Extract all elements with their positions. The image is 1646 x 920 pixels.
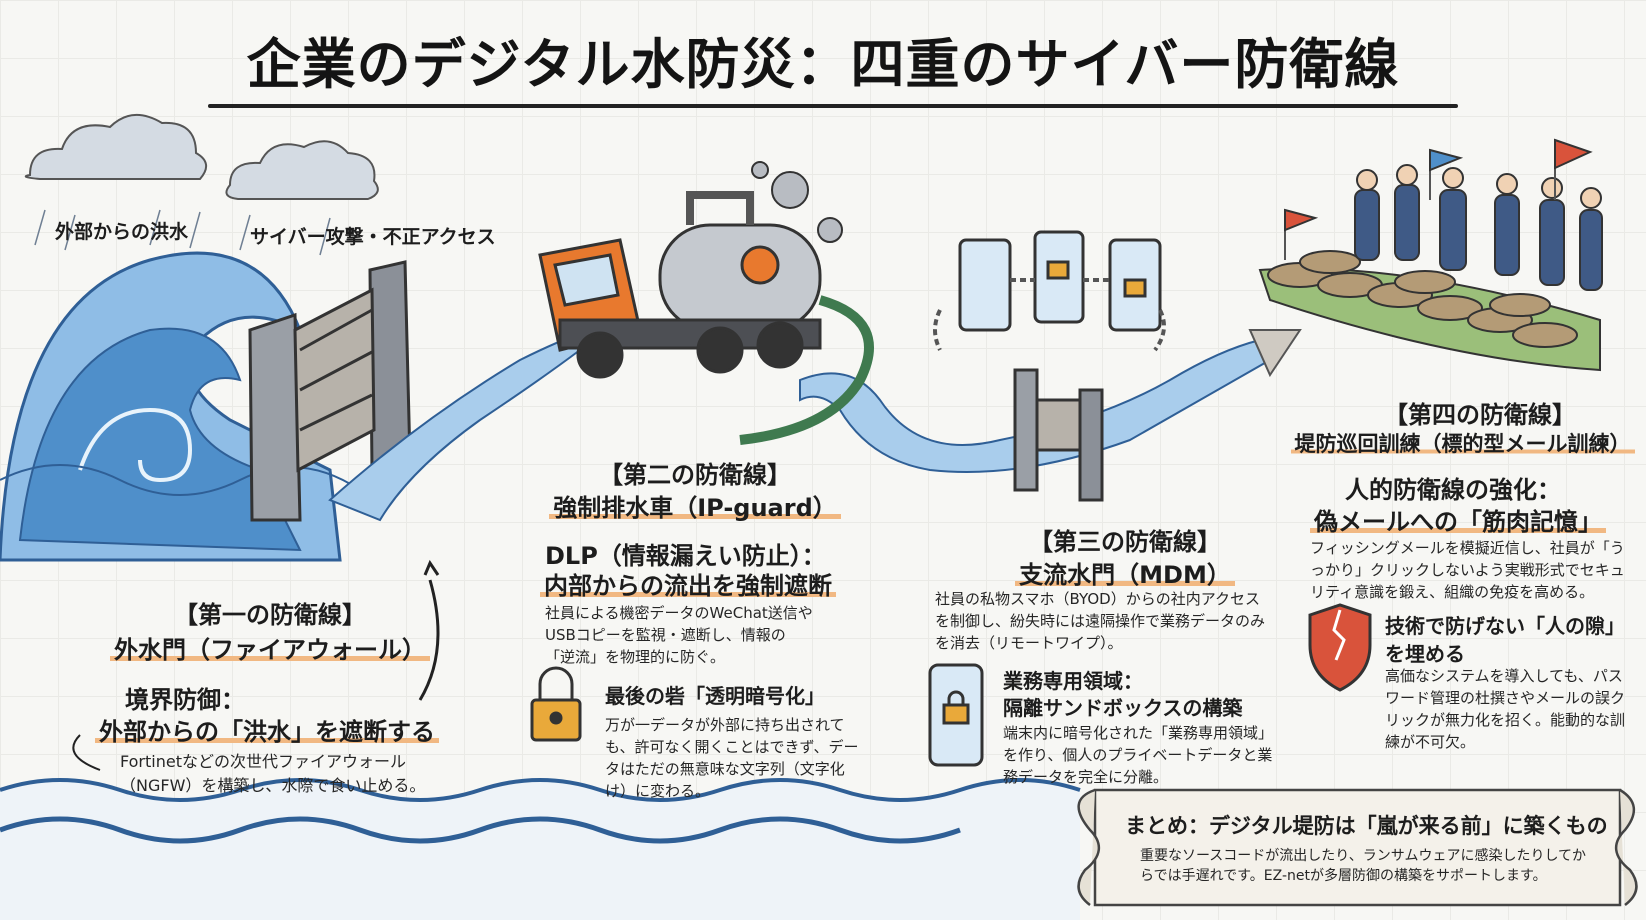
guards-and-sandbags <box>1258 138 1603 372</box>
defense-4-point-line2: 偽メールへの「筋肉記憶」 <box>1310 508 1606 536</box>
defense-2-sub-title: 最後の砦「透明暗号化」 <box>605 684 825 708</box>
defense-2-point-line1: DLP（情報漏えい防止）： <box>545 542 826 570</box>
defense-3-sub-title-line2: 隔離サンドボックスの構築 <box>1003 696 1243 720</box>
defense-2-desc: 社員による機密データのWeChat送信やUSBコピーを監視・遮断し、情報の「逆流… <box>545 604 813 666</box>
defense-2-sub-desc: 万が一データが外部に持ち出されても、許可なく開くことはできず、データはただの無意… <box>605 716 859 800</box>
storm-clouds <box>24 114 379 200</box>
defense-1-desc: Fortinetなどの次世代ファイアウォール（NGFW）を構築し、水際で食い止め… <box>120 752 426 795</box>
defense-3-name: 支流水門（MDM） <box>1015 561 1235 589</box>
bottom-waves <box>0 778 1081 920</box>
defense-3-sub-desc: 端末内に暗号化された「業務専用領域」を作り、個人のプライベートデータと業務データ… <box>1003 724 1274 786</box>
defense-4-sub-title-line2: を埋める <box>1385 642 1465 666</box>
drainage-truck <box>538 191 874 445</box>
defense-1-point-line2: 外部からの「洪水」を遮断する <box>95 718 439 746</box>
broken-shield-icon <box>1308 603 1372 692</box>
branch-gate <box>1013 368 1104 502</box>
defense-4-point-line1: 人的防衛線の強化： <box>1345 476 1561 504</box>
defense-3-desc: 社員の私物スマホ（BYOD）からの社内アクセスを制御し、紛失時には遠隔操作で業務… <box>935 590 1266 652</box>
summary-title: まとめ：デジタル堤防は「嵐が来る前」に築くもの <box>1125 814 1608 838</box>
defense-2-point-line2: 内部からの流出を強制遮断 <box>540 572 836 600</box>
defense-4-sub-title-line1: 技術で防げない「人の隙」 <box>1385 614 1625 638</box>
defense-2-name: 強制排水車（IP-guard） <box>549 494 841 522</box>
flood-label: 外部からの洪水 <box>55 221 189 243</box>
defense-3-sub-title-line1: 業務専用領域： <box>1003 669 1143 693</box>
curved-arrow <box>418 579 440 701</box>
summary-desc: 重要なソースコードが流出したり、ランサムウェアに感染したりしてからでは手遅れです… <box>1140 848 1587 884</box>
defense-4-sub-desc: 高価なシステムを導入しても、パスワード管理の杜撰さやメールの誤クリックが無力化を… <box>1385 667 1626 751</box>
defense-1-name: 外水門（ファイアウォール） <box>110 636 430 664</box>
defense-4-desc: フィッシングメールを模擬近信し、社員が「うっかり」クリックしないよう実戦形式でセ… <box>1310 539 1625 601</box>
defense-4-name: 堤防巡回訓練（標的型メール訓練） <box>1290 432 1635 456</box>
outer-floodgate <box>248 260 412 522</box>
small-arrow <box>72 734 101 771</box>
defense-2-tag: 【第二の防衛線】 <box>599 461 791 489</box>
defense-1-point-line1: 境界防御： <box>125 686 245 714</box>
phone-lock-icon <box>928 663 984 767</box>
padlock-icon <box>530 666 582 742</box>
page-title: 企業のデジタル水防災：四重のサイバー防衛線 <box>246 33 1400 96</box>
rain <box>34 209 331 256</box>
title-underline <box>208 104 1458 108</box>
defense-3-tag: 【第三の防衛線】 <box>1029 528 1221 556</box>
defense-1-tag: 【第一の防衛線】 <box>174 601 366 629</box>
chained-phones <box>933 230 1166 352</box>
defense-4-tag: 【第四の防衛線】 <box>1384 401 1576 429</box>
gear-icons <box>751 161 843 243</box>
summary-scroll <box>1077 788 1638 907</box>
attack-label: サイバー攻撃・不正アクセス <box>250 226 496 248</box>
